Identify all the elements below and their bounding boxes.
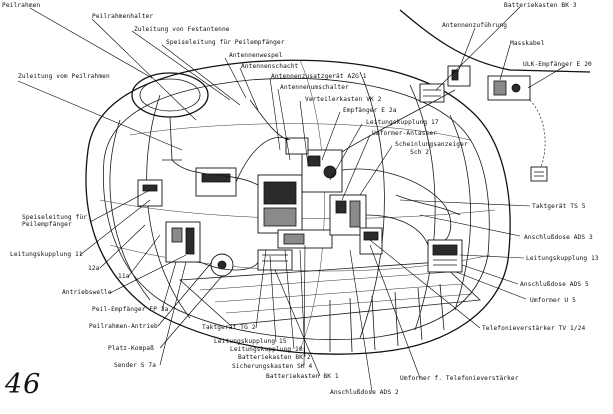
label-leitungskupplung-10: Leitungskupplung 10 xyxy=(230,346,303,353)
loop-antenna-inner xyxy=(139,78,201,112)
cable-run-5 xyxy=(365,214,429,246)
label-antennenwespel: Antennenwespel xyxy=(229,52,283,59)
label-speiseleitung-line2: Peilempfänger xyxy=(22,221,72,228)
label-zuleitung-peilrahmen: Zuleitung vom Peilrahmen xyxy=(18,73,110,80)
battery-box-bk1 xyxy=(257,249,293,271)
fixed-antenna-lead xyxy=(399,9,591,73)
central-radio-stack xyxy=(257,137,343,249)
label-sch-2: Sch 2 xyxy=(410,149,430,156)
label-speiseleitung-peilempfaenger-top: Speiseleitung für Peilempfänger xyxy=(166,39,285,46)
label-anschlussdose-ads3: Anschlußdose ADS 3 xyxy=(524,234,593,241)
label-leitungskupplung-13: Leitungskupplung 13 xyxy=(526,255,599,262)
label-peilrahmenhalter: Peilrahmenhalter xyxy=(92,13,154,20)
hull-frame-1 xyxy=(109,119,151,301)
label-telefonieverstaerker: Telefonieverstärker TV 1/24 xyxy=(482,325,586,332)
cable-run-3 xyxy=(341,168,452,241)
hull-frame-6 xyxy=(299,59,325,351)
keel-boards xyxy=(329,283,445,353)
compass-unit xyxy=(210,253,234,277)
ulk-receiver-unit xyxy=(487,75,531,101)
label-batteriekasten-bk1: Batteriekasten BK 1 xyxy=(266,373,339,380)
label-umformer-anlasser: Umformer-Anlasser xyxy=(372,130,438,137)
cable-run-8 xyxy=(341,89,456,153)
label-platz-kompass: Platz-Kompaß xyxy=(108,345,154,352)
transmitter-s7a-unit xyxy=(165,221,201,263)
antenna-feed-box xyxy=(447,65,471,87)
label-anschlussdose-ads5: Anschlußdose ADS 5 xyxy=(520,281,589,288)
hull-frame-3 xyxy=(359,71,385,339)
label-anschlussdose-ads2: Anschlußdose ADS 2 xyxy=(330,389,399,396)
label-batteriekasten-bk3: Batteriekasten BK 3 xyxy=(504,2,577,9)
label-leitungskupplung-15: Leitungskupplung 15 xyxy=(214,338,287,345)
label-12a: 12a xyxy=(88,265,100,272)
page-number: 46 xyxy=(5,369,42,400)
cable-run-7 xyxy=(249,99,289,141)
label-leitungskupplung-17: Leitungskupplung 17 xyxy=(366,119,439,126)
label-peilrahmen-antrieb: Peilrahmen-Antrieb xyxy=(89,323,158,330)
hull-outer-top xyxy=(87,59,511,261)
label-empfaenger-e2a: Empfänger E 2a xyxy=(343,107,397,114)
label-antennenumschalter: Antennenumschalter xyxy=(280,84,349,91)
label-antennenschacht: Antennenschacht xyxy=(241,63,299,70)
floor-plate xyxy=(179,261,481,326)
hull-frame-5 xyxy=(449,114,472,311)
hull-frame-4 xyxy=(409,84,436,331)
label-ulk-empfaenger: ULK-Empfänger E 20 xyxy=(523,61,592,68)
label-antennenzufuehrung: Antennenzuführung xyxy=(442,22,508,29)
label-sicherungskasten-sk4: Sicherungskasten SK 4 xyxy=(232,363,313,370)
ulk-dashed-cable xyxy=(529,99,546,171)
left-wall-box xyxy=(137,179,163,207)
floor-hatch xyxy=(199,271,473,314)
label-antriebswelle: Antriebswelle xyxy=(62,289,112,296)
loop-antenna-mast xyxy=(162,116,182,161)
label-umformer-telefonieverstaerker: Umformer f. Telefonieverstärker xyxy=(400,375,519,382)
small-switch-box xyxy=(530,166,548,182)
leader-lines xyxy=(17,6,566,393)
hull-stringer-3 xyxy=(129,123,471,141)
label-taktgeraet-ts5: Taktgerät TS 5 xyxy=(532,203,586,210)
label-11a: 11a xyxy=(118,273,130,280)
df-receiver-unit xyxy=(195,167,237,197)
cable-run-1 xyxy=(171,159,259,186)
label-scheinlungsanzeiger: Scheinlungsanzeiger xyxy=(395,141,468,148)
label-peilrahmen: Peilrahmen xyxy=(2,2,41,9)
label-peil-empfaenger: Peil-Empfänger EP 3a xyxy=(92,306,169,313)
label-sender-s7a: Sender S 7a xyxy=(114,362,157,369)
hull-inner-shell xyxy=(103,78,490,340)
label-batteriekasten-bk2: Batteriekasten BK 2 xyxy=(238,354,311,361)
label-masskabel: Masskabel xyxy=(510,40,545,47)
cable-run-4 xyxy=(199,261,259,271)
label-zuleitung-festantenne: Zuleitung von Festantenne xyxy=(134,26,230,33)
hull-frame-2 xyxy=(146,94,191,319)
cable-run-6 xyxy=(395,194,461,216)
label-verteilerkasten: Verteilerkasten VK 2 xyxy=(305,96,382,103)
label-antennenzusatzgeraet: Antennenzusatzgerät AZG 1 xyxy=(271,73,367,80)
battery-box-bk3 xyxy=(419,83,445,103)
label-speiseleitung-line1: Speiseleitung für xyxy=(22,214,88,221)
label-leitungskupplung-11: Leitungskupplung 11 xyxy=(10,251,83,258)
label-umformer-u5: Umformer U 5 xyxy=(530,297,576,304)
label-taktgeraet-tg2: Taktgerät TG 2 xyxy=(202,324,256,331)
converter-u5-unit xyxy=(427,239,463,273)
